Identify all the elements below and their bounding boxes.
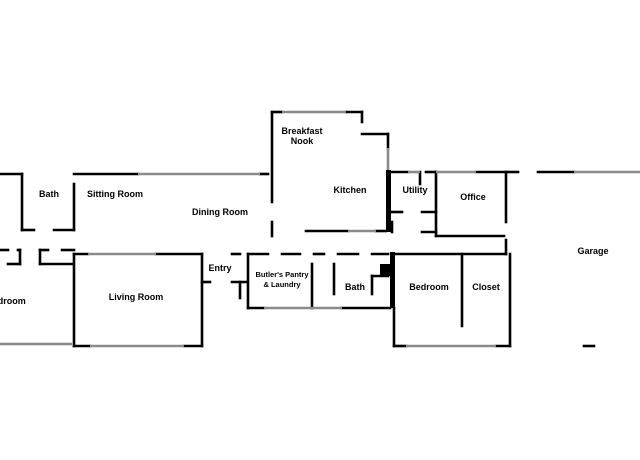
room-label-dining-room: Dining Room	[192, 207, 248, 217]
room-label-kitchen: Kitchen	[333, 185, 367, 195]
room-label-entry: Entry	[208, 263, 232, 273]
room-label-bedroom-left: Bedroom	[0, 296, 26, 306]
room-label-bath-center: Bath	[345, 282, 365, 292]
walls	[0, 110, 596, 348]
room-label-bedroom-right: Bedroom	[409, 282, 449, 292]
room-label-office: Office	[460, 192, 486, 202]
room-label-closet: Closet	[472, 282, 500, 292]
room-label-garage: Garage	[577, 246, 609, 256]
room-label-butlers-pantry: Butler's Pantry & Laundry	[255, 270, 309, 289]
room-label-bath-left: Bath	[39, 189, 59, 199]
room-label-sitting-room: Sitting Room	[87, 189, 143, 199]
room-label-living-room: Living Room	[108, 292, 164, 302]
windows	[0, 110, 640, 348]
room-label-breakfast-nook: Breakfast Nook	[281, 126, 323, 147]
room-label-utility: Utility	[402, 185, 428, 195]
